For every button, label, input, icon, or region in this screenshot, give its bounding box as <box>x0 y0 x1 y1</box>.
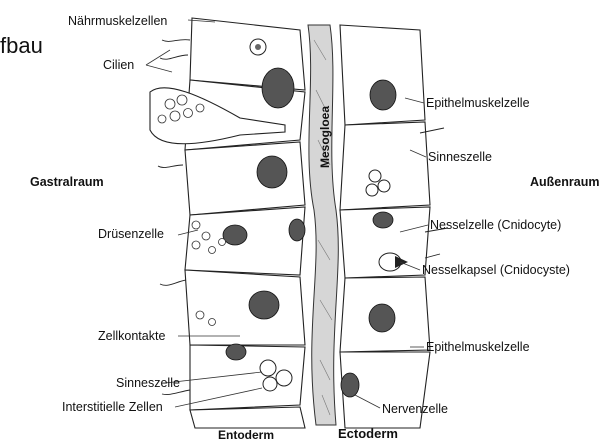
label-ectoderm: Ectoderm <box>338 426 398 441</box>
cilia <box>157 39 191 395</box>
entoderm-cell-7 <box>189 406 306 429</box>
label-druesenzelle: Drüsenzelle <box>98 227 165 241</box>
label-aussenraum: Außenraum <box>530 175 600 189</box>
label-zellkontakte: Zellkontakte <box>98 329 166 343</box>
label-epithelmuskelzelle-bottom: Epithelmuskelzelle <box>426 340 530 354</box>
ectoderm-cell-1 <box>339 24 426 126</box>
label-cilien: Cilien <box>103 58 135 72</box>
label-nesselzelle: Nesselzelle (Cnidocyte) <box>430 218 562 232</box>
leader-lines <box>145 19 429 409</box>
ectoderm-cell-3 <box>339 206 431 279</box>
ectoderm-cell-2 <box>339 121 431 211</box>
ectoderm-cells <box>339 24 431 429</box>
title-fragment: fbau <box>0 33 43 58</box>
mesogloea-band <box>307 24 339 426</box>
ectoderm-cell-5 <box>339 351 431 429</box>
label-sinneszelle-right: Sinneszelle <box>428 150 492 164</box>
interstitial-cells <box>259 359 293 392</box>
entoderm-nuclei <box>222 67 306 361</box>
entoderm-cell-6 <box>189 344 306 411</box>
mesogloea-fibres <box>313 39 333 416</box>
ectoderm-nuclei <box>340 79 397 398</box>
label-nervenzelle: Nervenzelle <box>382 402 449 416</box>
label-sinneszelle-left: Sinneszelle <box>116 376 180 390</box>
gland-granules <box>157 94 226 326</box>
vacuole-core <box>255 44 261 50</box>
cnidocil-arrow <box>395 256 408 268</box>
entoderm-cell-3 <box>184 141 306 216</box>
label-nesselkapsel: Nesselkapsel (Cnidocyste) <box>422 263 570 277</box>
entoderm-cell-5 <box>184 269 306 346</box>
label-entoderm: Entoderm <box>218 428 275 442</box>
label-gastralraum: Gastralraum <box>30 175 104 189</box>
label-naehrmuskelzellen: Nährmuskelzellen <box>68 14 168 28</box>
sensory-hairs <box>419 127 449 259</box>
label-mesogloea: Mesogloea <box>318 105 332 168</box>
label-interstitielle-zellen: Interstitielle Zellen <box>62 400 163 414</box>
label-epithelmuskelzelle-top: Epithelmuskelzelle <box>426 96 530 110</box>
